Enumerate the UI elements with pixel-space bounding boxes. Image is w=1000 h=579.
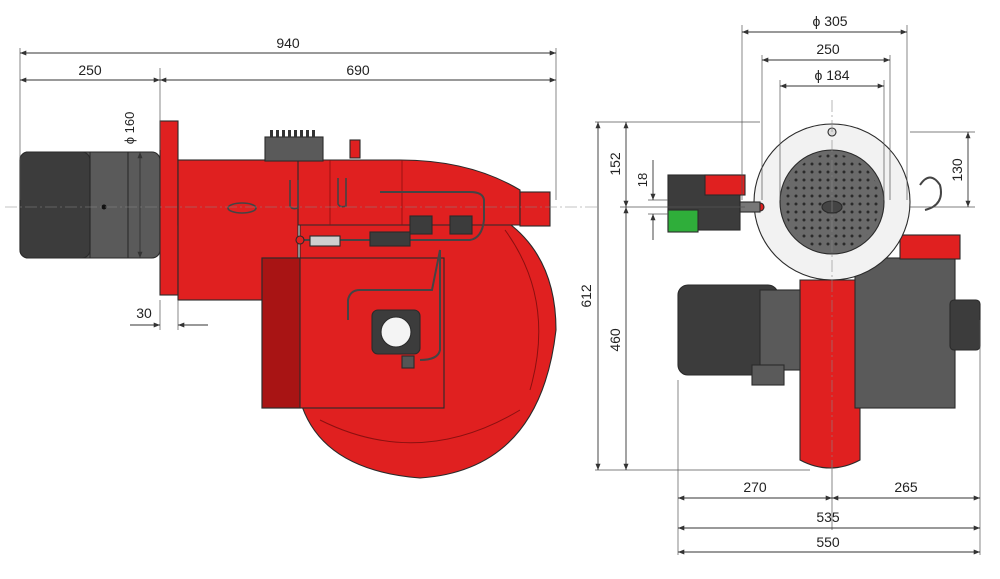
- dim-body-length: 690: [346, 62, 370, 78]
- connector-block: [309, 235, 341, 247]
- svg-text:ϕ 184: ϕ 184: [814, 67, 849, 83]
- air-inlet-stub: [519, 191, 551, 227]
- dim-height-total: 612: [578, 284, 594, 308]
- dim-height-lower: 460: [607, 328, 623, 352]
- front-dimensions: ϕ 305 250 ϕ 184 612 152 460 18 130 270 2…: [578, 13, 981, 555]
- motor-flange: [759, 289, 801, 371]
- dim-nozzle-length: 250: [78, 62, 102, 78]
- side-view: [19, 120, 557, 479]
- control-box: [264, 130, 361, 162]
- dim-width-right: 265: [894, 479, 918, 495]
- regulator-window: [380, 316, 412, 348]
- dim-inner-ring-diameter: 184: [826, 67, 850, 83]
- control-cap: [704, 174, 746, 196]
- dim-small-offset: 18: [635, 173, 650, 187]
- green-connector: [667, 209, 699, 233]
- solenoid-valve: [369, 231, 411, 247]
- cover-side: [261, 257, 301, 409]
- svg-text:ϕ 160: ϕ 160: [122, 112, 137, 145]
- gas-valves: [295, 215, 473, 247]
- pressure-regulator: [371, 309, 421, 369]
- fan-wheel-housing: [799, 279, 861, 469]
- dim-width-left: 270: [743, 479, 767, 495]
- dim-total-length: 940: [276, 35, 300, 51]
- fan-side-cover: [854, 257, 956, 409]
- nozzle-front: [19, 151, 91, 259]
- diameter-symbol-inner: ϕ: [814, 67, 822, 83]
- fuel-piping: [300, 191, 485, 361]
- dim-height-upper: 152: [607, 152, 623, 176]
- diameter-symbol-outer: ϕ: [812, 13, 820, 29]
- cover-knob: [949, 299, 981, 351]
- dim-outer-ring-diameter: 305: [824, 13, 848, 29]
- valve-1: [409, 215, 433, 235]
- svg-text:ϕ 305: ϕ 305: [812, 13, 847, 29]
- dim-flange-thickness: 30: [136, 305, 152, 321]
- dim-side-offset: 130: [949, 158, 965, 182]
- blast-tube: [19, 151, 161, 259]
- dim-bolt-spacing: 250: [816, 41, 840, 57]
- dim-width-total: 550: [816, 534, 840, 550]
- dim-nozzle-diameter: 160: [122, 112, 137, 134]
- fan-motor: [677, 284, 801, 386]
- front-control-box: [667, 174, 761, 233]
- side-dimensions: 940 250 690 ϕ 160 30: [19, 35, 557, 330]
- regulator-bracket: [899, 234, 961, 260]
- valve-2: [449, 215, 473, 235]
- dim-width-mid: 535: [816, 509, 840, 525]
- motor-foot: [751, 364, 785, 386]
- main-body: [177, 159, 551, 301]
- lifting-hooks: [227, 178, 347, 214]
- control-box-body: [264, 136, 324, 162]
- pressure-switch: [349, 139, 361, 159]
- mounting-flange: [159, 120, 179, 296]
- front-view: [667, 123, 981, 469]
- lifting-eye: [919, 176, 942, 211]
- diameter-symbol-nozzle: ϕ: [122, 137, 137, 144]
